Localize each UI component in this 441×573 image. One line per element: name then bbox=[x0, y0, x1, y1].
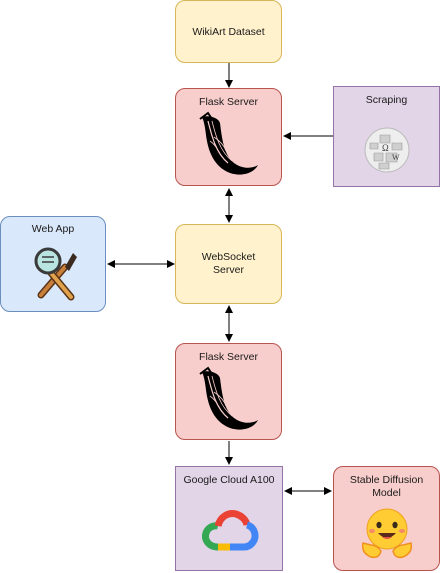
wikipedia-globe-icon: Ω W bbox=[364, 127, 410, 173]
flask-server-top-label: Flask Server bbox=[199, 96, 258, 108]
web-app-label: Web App bbox=[31, 223, 75, 235]
stable-diffusion-node: Stable Diffusion Model bbox=[333, 466, 440, 571]
svg-text:W: W bbox=[392, 153, 400, 162]
stable-diffusion-label: Stable Diffusion Model bbox=[349, 474, 424, 499]
svg-text:Ω: Ω bbox=[382, 143, 389, 153]
google-cloud-node: Google Cloud A100 bbox=[175, 466, 283, 571]
flask-server-bottom-label: Flask Server bbox=[199, 351, 258, 363]
wikiart-dataset-node: WikiArt Dataset bbox=[175, 0, 282, 63]
websocket-server-label: WebSocket Server bbox=[201, 251, 256, 276]
hugging-face-icon bbox=[361, 508, 413, 559]
flask-logo-icon bbox=[199, 111, 258, 175]
flask-logo-icon bbox=[199, 366, 258, 430]
paintbrush-magnifier-icon bbox=[34, 247, 77, 301]
wikiart-dataset-label: WikiArt Dataset bbox=[192, 26, 265, 38]
scraping-label: Scraping bbox=[365, 94, 408, 106]
flask-server-top-node: Flask Server bbox=[175, 88, 282, 186]
scraping-node: Scraping Ω W bbox=[333, 86, 440, 187]
web-app-node: Web App bbox=[0, 216, 106, 312]
google-cloud-logo-icon bbox=[202, 510, 259, 551]
google-cloud-label: Google Cloud A100 bbox=[183, 474, 275, 486]
flask-server-bottom-node: Flask Server bbox=[175, 343, 282, 440]
websocket-server-node: WebSocket Server bbox=[175, 224, 282, 304]
